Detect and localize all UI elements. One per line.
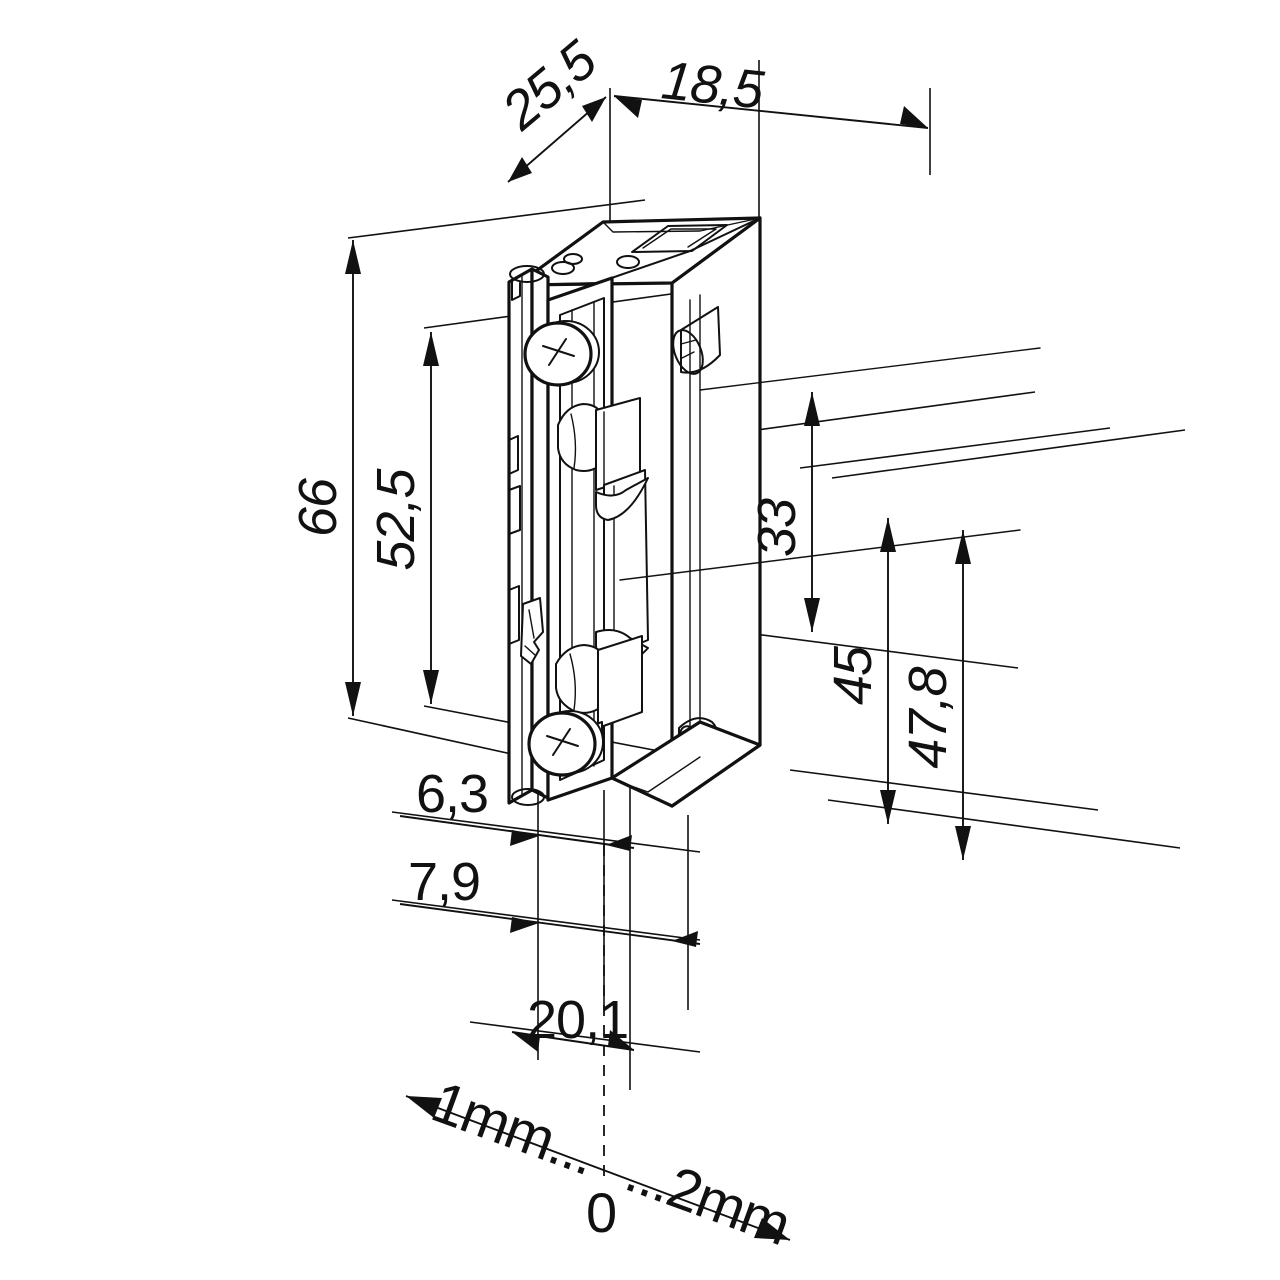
screw-lower-head	[527, 711, 597, 777]
leader-across-2	[699, 347, 1041, 391]
arrow-18-5-b	[900, 106, 928, 128]
arrow-18-5-a	[614, 96, 642, 118]
latch-flank-upper	[595, 477, 649, 521]
dimension-7-9: 7,9	[399, 852, 701, 947]
faceplate-notch-mid	[508, 435, 519, 475]
arrow-52-5-bottom	[423, 670, 439, 704]
top-hole-a	[551, 261, 575, 275]
top-face-step	[516, 217, 761, 286]
dimension-6-3: 6,3	[399, 764, 635, 851]
screw-lower	[527, 710, 604, 777]
right-face-upper-hole-slot	[680, 339, 697, 359]
dim-label-66: 66	[288, 477, 348, 537]
arrow-scale-left	[406, 1096, 442, 1118]
top-hole-c	[616, 255, 640, 269]
adjustment-scale: 1mm... ...2mm 0	[405, 1069, 798, 1258]
arrow-7-9-b	[672, 931, 698, 947]
scale-label-right: ...2mm	[618, 1139, 798, 1258]
arrow-45-top	[880, 518, 896, 552]
dimension-52-5: 52,5	[366, 332, 439, 704]
leader-across-1	[619, 529, 1021, 581]
arrow-20-1-a	[512, 1032, 540, 1052]
latch-lever-detail	[524, 609, 536, 656]
arrow-7-9-a	[510, 917, 539, 933]
extension-lines	[347, 60, 1186, 1090]
scale-label-origin: 0	[586, 1181, 617, 1244]
arrow-33-top	[804, 392, 820, 426]
arrow-25-5-b	[508, 157, 532, 182]
top-hole-b	[563, 253, 583, 265]
arrow-20-1-b	[608, 1030, 634, 1050]
screw-upper-head	[523, 321, 593, 387]
dim-label-18-5: 18,5	[659, 50, 768, 120]
screw-upper-cross	[542, 338, 575, 366]
dimension-33: 33	[747, 392, 820, 632]
dim-label-45: 45	[823, 645, 883, 705]
top-slot-inner	[642, 228, 717, 249]
body-bottom-edge	[619, 756, 701, 793]
faceplate-notch-low	[508, 585, 520, 645]
arrow-25-5-a	[582, 97, 606, 122]
arrow-scale-right	[754, 1218, 790, 1240]
arrow-66-bottom	[345, 682, 361, 716]
latch-lobe-lower-shade	[569, 653, 577, 711]
dimension-45: 45	[823, 518, 896, 824]
dim-label-52-5: 52,5	[366, 467, 426, 570]
arrow-47-8-bottom	[955, 826, 971, 860]
dimension-66: 66	[288, 240, 361, 716]
arrow-52-5-top	[423, 332, 439, 366]
arrow-45-bottom	[880, 790, 896, 824]
dim-label-20-1: 20,1	[527, 990, 628, 1050]
dim-label-33: 33	[747, 498, 807, 557]
dim-label-47-8: 47,8	[898, 666, 958, 768]
screw-upper	[523, 320, 600, 387]
top-face-step-2	[602, 217, 761, 233]
dim-label-25-5: 25,5	[490, 29, 608, 142]
arrow-6-3-b	[606, 835, 632, 851]
arrow-33-bottom	[804, 598, 820, 632]
arrow-6-3-a	[510, 830, 539, 846]
dimension-25-5: 25,5	[490, 29, 609, 183]
dimension-47-8: 47,8	[898, 530, 971, 860]
faceplate-notch-mid2	[508, 485, 521, 535]
faceplate-notch-top	[508, 279, 521, 301]
latch-lobe-upper-shade	[570, 413, 577, 469]
dim-label-7-9: 7,9	[408, 852, 480, 912]
latch-plate-lower	[597, 635, 643, 729]
dimension-20-1: 20,1	[511, 990, 635, 1052]
dim-label-6-3: 6,3	[416, 764, 488, 824]
arrow-47-8-top	[955, 530, 971, 564]
faceplate-bottom-end	[511, 788, 545, 806]
arrow-66-top	[345, 240, 361, 274]
dimension-18-5: 18,5	[613, 50, 929, 129]
scale-label-left: 1mm...	[424, 1069, 604, 1188]
faceplate-top-end	[509, 265, 545, 283]
door-strike-body	[507, 216, 1041, 808]
screw-lower-cross	[546, 728, 579, 756]
body-bottom-face	[610, 720, 762, 808]
